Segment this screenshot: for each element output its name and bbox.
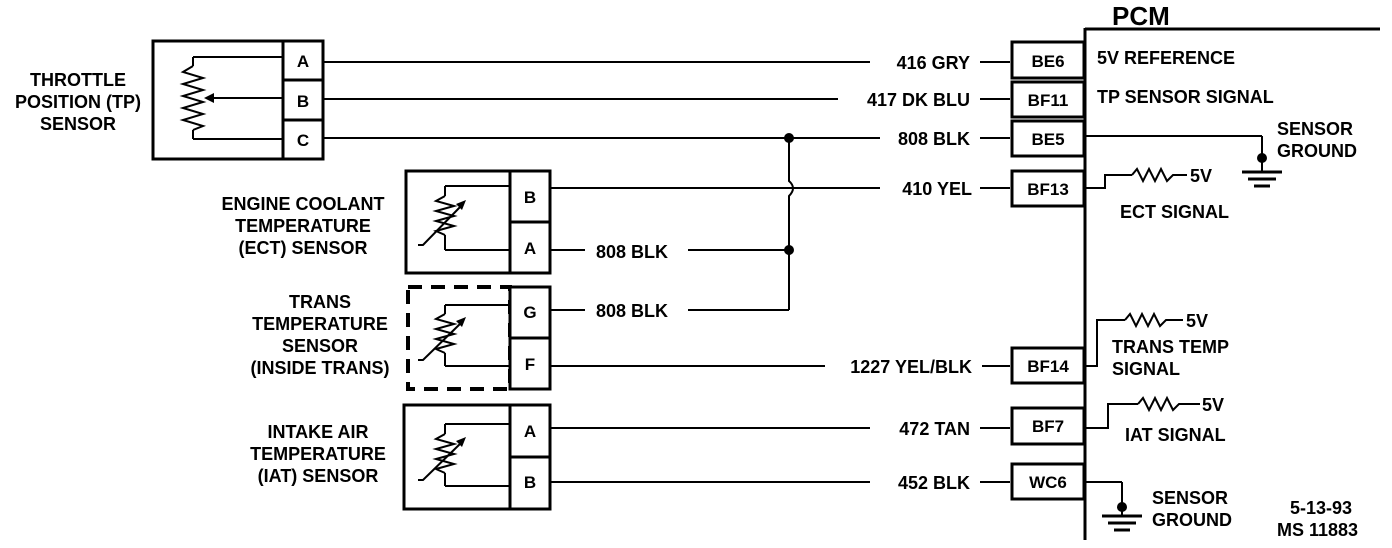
trans-signal-line2: SIGNAL <box>1112 359 1180 379</box>
sensor-ground-2-line2: GROUND <box>1152 510 1232 530</box>
signal-tp-sensor: TP SENSOR SIGNAL <box>1097 87 1274 107</box>
ground-junction-dot <box>1117 502 1127 512</box>
wire-1227-label: 1227 YEL/BLK <box>850 357 972 377</box>
signal-5v-reference: 5V REFERENCE <box>1097 48 1235 68</box>
sensor-ground-1-line1: SENSOR <box>1277 119 1353 139</box>
iat-signal-label: IAT SIGNAL <box>1125 425 1226 445</box>
sensor-ground-1-line2: GROUND <box>1277 141 1357 161</box>
footer-date: 5-13-93 <box>1290 498 1352 518</box>
trans-label-line4: (INSIDE TRANS) <box>251 358 390 378</box>
ground-icon <box>1242 170 1282 188</box>
trans-5v-label: 5V <box>1186 311 1208 331</box>
tp-label-line3: SENSOR <box>40 114 116 134</box>
trans-pin-f: F <box>525 355 535 374</box>
tp-label-line1: THROTTLE <box>30 70 126 90</box>
tp-pin-b: B <box>297 92 309 111</box>
tp-pin-a: A <box>297 52 309 71</box>
iat-label-line2: TEMPERATURE <box>250 444 386 464</box>
pcm-internal: 5V REFERENCE TP SENSOR SIGNAL SENSOR GRO… <box>1085 48 1357 532</box>
ect-signal-label: ECT SIGNAL <box>1120 202 1229 222</box>
wire-808-ect-label: 808 BLK <box>596 242 668 262</box>
ect-label-line2: TEMPERATURE <box>235 216 371 236</box>
ect-pin-b: B <box>524 188 536 207</box>
pcm-title: PCM <box>1112 1 1170 31</box>
junction-dot <box>784 133 794 143</box>
pcm-pins: BE6 BF11 BE5 BF13 BF14 BF7 WC6 <box>1010 40 1086 501</box>
thermistor-icon <box>418 185 510 251</box>
wire-410-label: 410 YEL <box>902 179 972 199</box>
iat-label-line3: (IAT) SENSOR <box>258 466 379 486</box>
footer-code: MS 11883 <box>1277 520 1358 540</box>
trans-label-line1: TRANS <box>289 292 351 312</box>
pcm-pin-be6: BE6 <box>1031 52 1064 71</box>
wire-416-label: 416 GRY <box>897 53 970 73</box>
iat-label-line1: INTAKE AIR <box>268 422 369 442</box>
ect-label-line3: (ECT) SENSOR <box>238 238 367 258</box>
iat-sensor: A B INTAKE AIR TEMPERATURE (IAT) SENSOR <box>250 403 552 511</box>
sensor-ground-2-line1: SENSOR <box>1152 488 1228 508</box>
thermistor-icon <box>418 423 510 487</box>
wire-417-label: 417 DK BLU <box>867 90 970 110</box>
trans-label-line3: SENSOR <box>282 336 358 356</box>
ect-5v-label: 5V <box>1190 166 1212 186</box>
trans-pin-g: G <box>523 303 536 322</box>
trans-sensor: G F TRANS TEMPERATURE SENSOR (INSIDE TRA… <box>251 285 552 391</box>
iat-pin-b: B <box>524 473 536 492</box>
pcm-pin-bf7: BF7 <box>1032 417 1064 436</box>
pcm-pin-wc6: WC6 <box>1029 473 1067 492</box>
ect-label-line1: ENGINE COOLANT <box>221 194 384 214</box>
wires: 416 GRY 417 DK BLU 808 BLK 410 YEL 808 B… <box>323 53 1010 493</box>
wire-808-trans-label: 808 BLK <box>596 301 668 321</box>
ect-pin-a: A <box>524 239 536 258</box>
pcm-pin-bf14: BF14 <box>1027 357 1069 376</box>
pcm-frame: PCM <box>1083 1 1380 540</box>
tp-sensor: A B C THROTTLE POSITION (TP) SENSOR <box>15 39 325 161</box>
tp-label-line2: POSITION (TP) <box>15 92 141 112</box>
tp-pin-c: C <box>297 131 309 150</box>
iat-5v-label: 5V <box>1202 395 1224 415</box>
ground-icon <box>1102 514 1142 532</box>
pcm-pin-bf13: BF13 <box>1027 180 1069 199</box>
iat-pin-a: A <box>524 422 536 441</box>
trans-label-line2: TEMPERATURE <box>252 314 388 334</box>
potentiometer-icon <box>179 56 283 140</box>
wire-808-tp-label: 808 BLK <box>898 129 970 149</box>
pcm-pin-bf11: BF11 <box>1028 91 1069 110</box>
ect-sensor: B A ENGINE COOLANT TEMPERATURE (ECT) SEN… <box>221 169 552 275</box>
pcm-pin-be5: BE5 <box>1031 130 1064 149</box>
wire-472-label: 472 TAN <box>899 419 970 439</box>
ground-junction-dot <box>1257 153 1267 163</box>
thermistor-icon <box>418 304 510 367</box>
wire-452-label: 452 BLK <box>898 473 970 493</box>
trans-signal-line1: TRANS TEMP <box>1112 337 1229 357</box>
